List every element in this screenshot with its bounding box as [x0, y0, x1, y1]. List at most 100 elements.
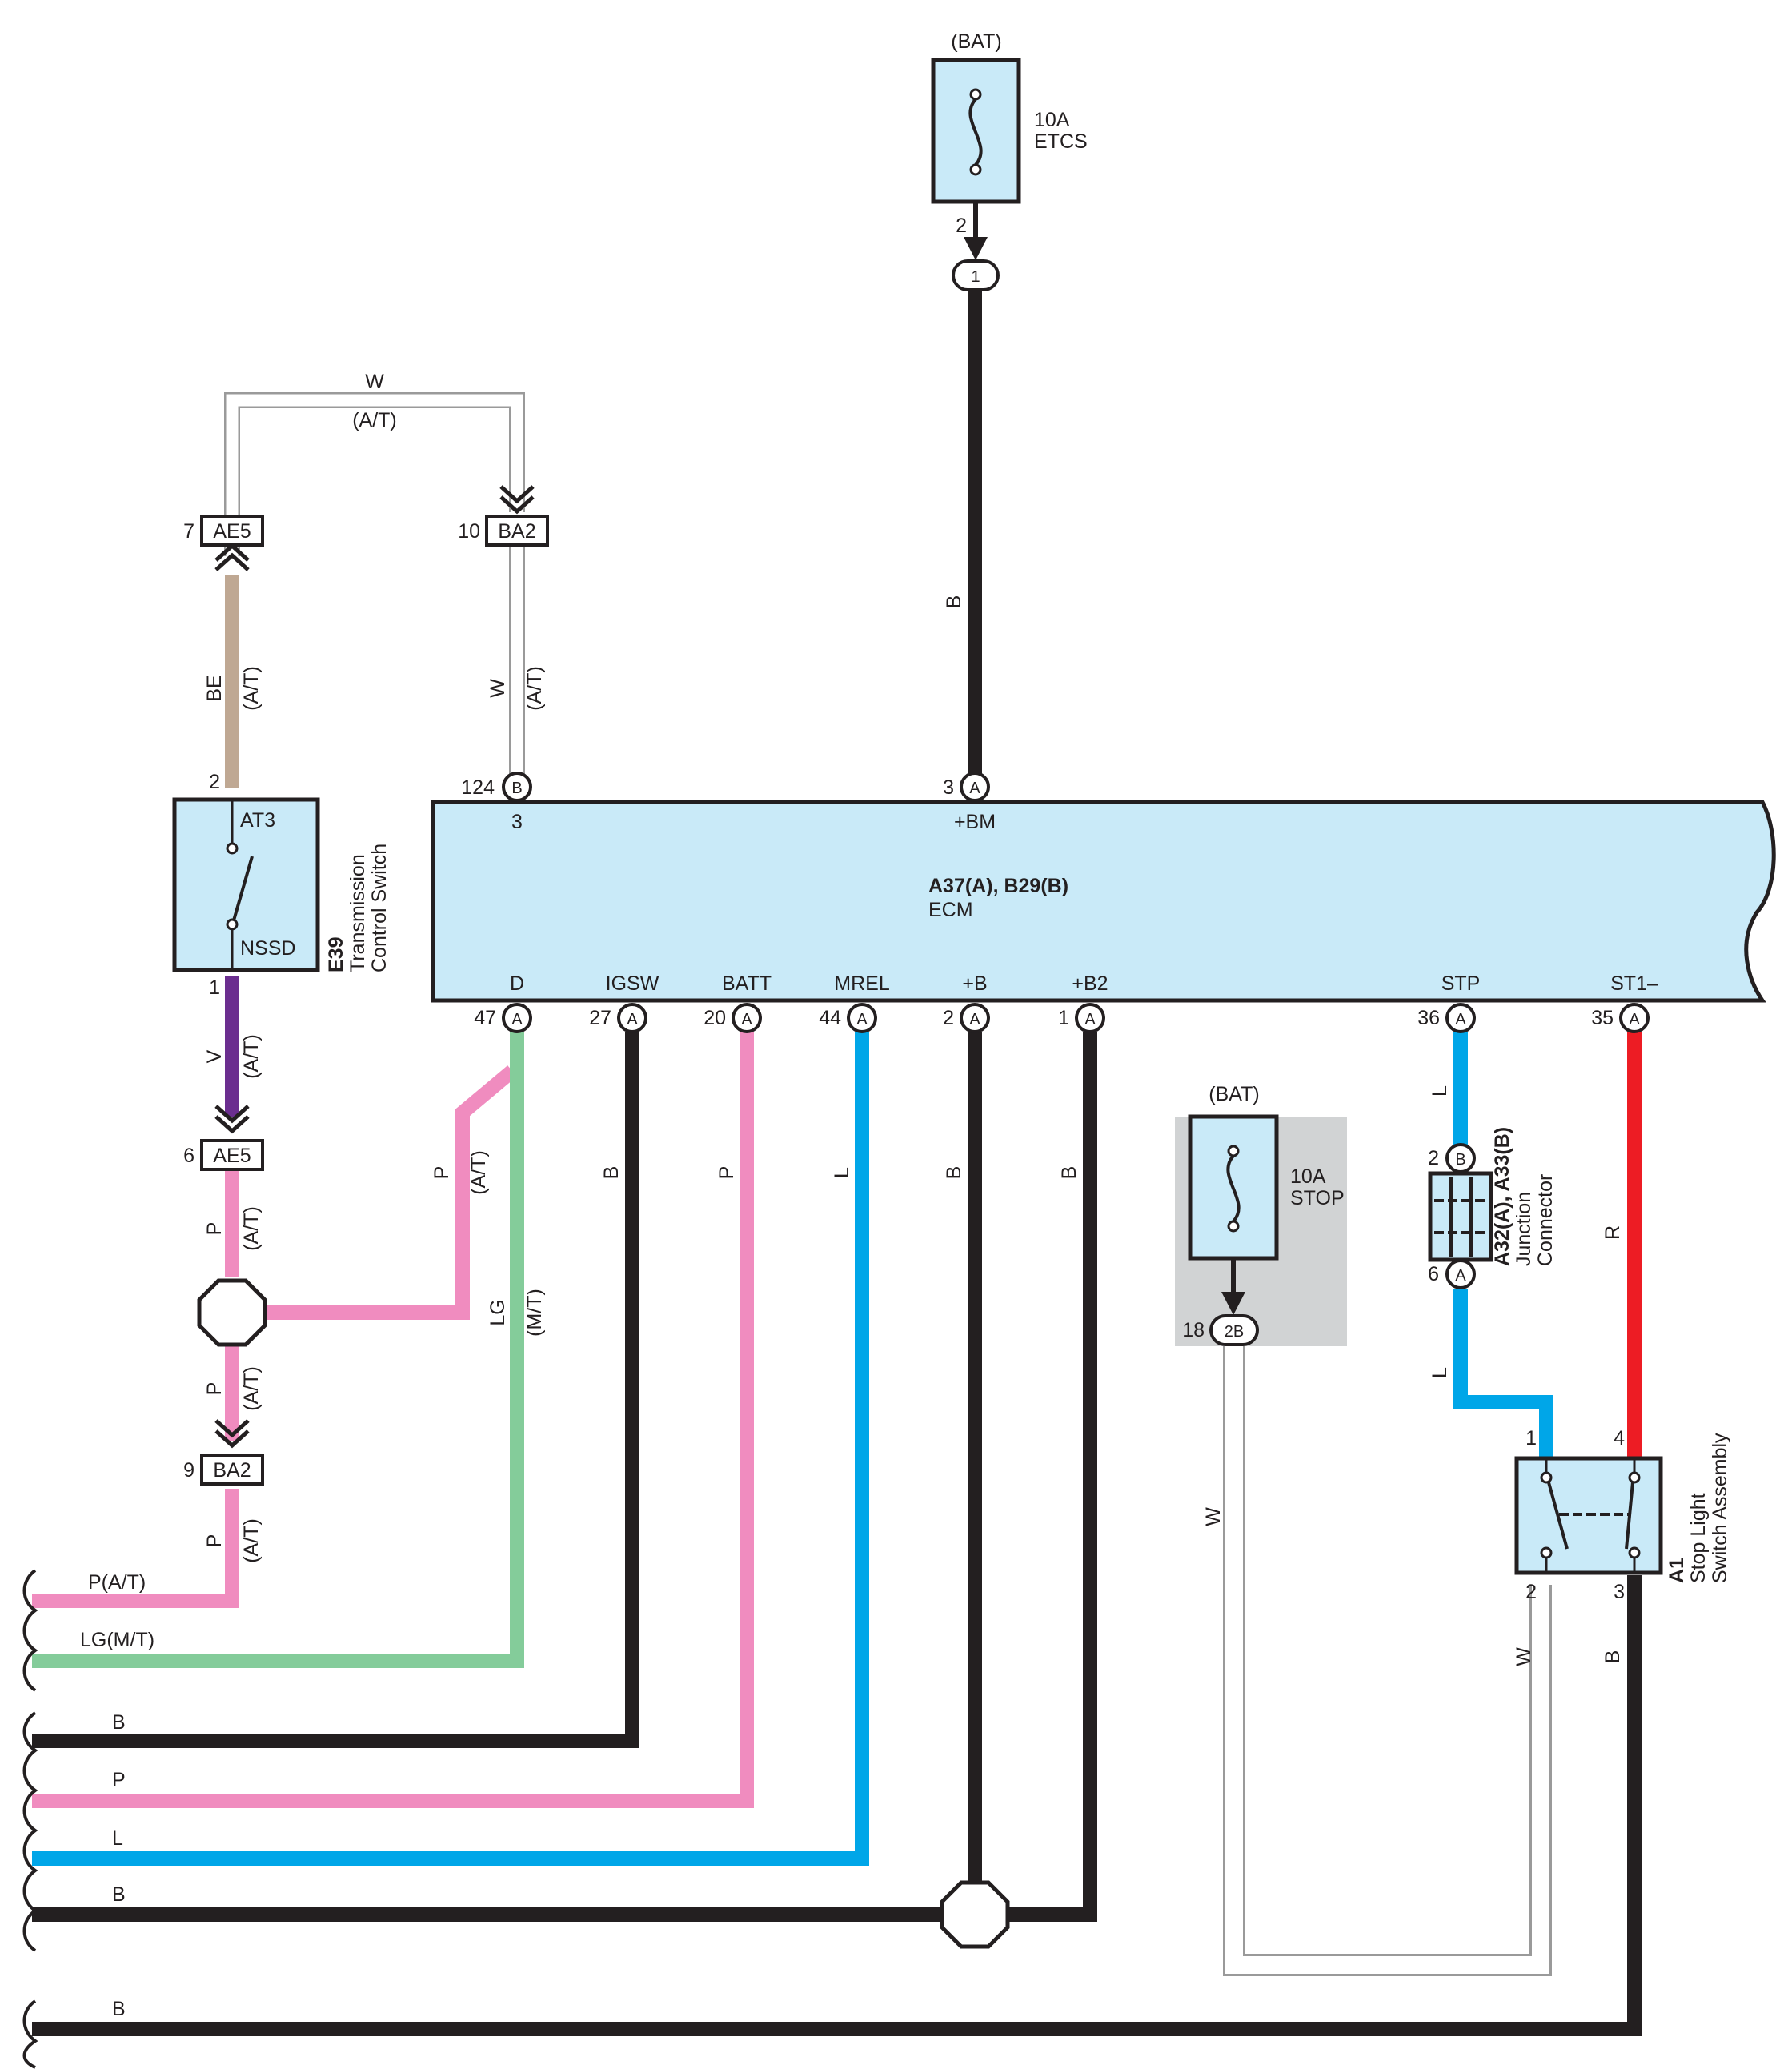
ecm-top-pin-conn: B — [511, 780, 522, 797]
black-wire-igsw — [32, 1032, 639, 1748]
ecm-bottom-pin-igsw: IGSW 27 A — [589, 972, 659, 1033]
wire-label-lg-mt: (M/T) — [523, 1289, 546, 1337]
ecm-pin-conn: A — [1629, 1011, 1640, 1028]
ecm-top-pin-3: 3 A +BM — [943, 772, 996, 833]
ecm-top-pin-inner: +BM — [954, 811, 996, 833]
sls-pin-1: 1 — [1525, 1427, 1537, 1450]
wire-label-b-plusb: B — [943, 1166, 965, 1180]
wire-label-p-3: P — [203, 1534, 226, 1548]
pink-wire-left — [32, 1065, 517, 1608]
wire-label-w-sls: W — [1513, 1647, 1535, 1666]
wire-label-p-diag: P — [431, 1166, 453, 1180]
fuse-etcs: (BAT) 10A ETCS 2 1 — [931, 30, 1088, 291]
fuse-etcs-supply: (BAT) — [951, 30, 1001, 53]
ecm-pin-num: 20 — [704, 1007, 726, 1029]
jc-ids: A32(A), A33(B) — [1491, 1127, 1513, 1266]
tcs-id: E39 — [325, 937, 347, 972]
wire-label-be-at: (A/T) — [240, 666, 263, 711]
wire-label-p-2: P — [203, 1382, 226, 1396]
wire-label-b-bm: B — [943, 595, 965, 609]
wire-label-b-plusb2: B — [1058, 1166, 1080, 1180]
connector-ae5-upper: AE5 7 — [183, 515, 264, 571]
wire-label-b-sls: B — [1602, 1650, 1624, 1664]
jc-name-line1: Junction — [1513, 1192, 1535, 1266]
jc-pin-bottom: 6 — [1428, 1263, 1439, 1285]
ecm-bottom-pin-plusb: +B 2 A — [943, 972, 990, 1033]
ae5-lower-name: AE5 — [213, 1145, 251, 1167]
fuse-etcs-pin: 2 — [956, 215, 967, 237]
tcs-name-line2: Control Switch — [368, 844, 391, 972]
splice-point-pink — [197, 1278, 267, 1347]
ecm-top-pin-inner: 3 — [511, 811, 523, 833]
ecm-pin-label: BATT — [722, 972, 772, 995]
wire-label-l-jc: L — [1429, 1367, 1451, 1378]
ecm-pin-label: D — [510, 972, 524, 995]
ecm-bottom-pin-plusb2: +B2 1 A — [1058, 972, 1108, 1033]
pink-wire-batt — [32, 1032, 754, 1808]
ecm-pin-conn: A — [856, 1011, 868, 1028]
wire-label-be: BE — [203, 675, 226, 701]
wire-label-p-edge: P — [112, 1769, 126, 1791]
ba2-lower-name: BA2 — [213, 1459, 251, 1482]
ecm-pin-num: 1 — [1058, 1007, 1069, 1029]
junction-circle-1: 1 — [971, 268, 980, 286]
ecm-pin-label: +B — [962, 972, 987, 995]
wire-label-w-top: W — [365, 371, 384, 393]
connector-ae5-lower: AE5 6 — [183, 1105, 264, 1171]
ecm-pin-conn: A — [741, 1011, 752, 1028]
wire-label-p-at-edge: P(A/T) — [88, 1571, 146, 1594]
ecm-pin-num: 36 — [1417, 1007, 1440, 1029]
black-wire-b — [32, 1032, 1097, 1922]
tcs-name-line1: Transmission — [347, 854, 369, 972]
sls-pin-2: 2 — [1525, 1581, 1537, 1603]
wire-label-lg: LG — [487, 1299, 509, 1325]
junction-connector: L 2 B 6 A A32(A), A33(B) Junction Connec… — [1428, 1085, 1557, 1378]
wire-label-l-mrel: L — [831, 1167, 853, 1178]
ecm-pin-label: STP — [1441, 972, 1481, 995]
fuse-stop-supply: (BAT) — [1209, 1083, 1259, 1105]
ecm-top-pin-num: 3 — [943, 776, 954, 799]
ecm: A37(A), B29(B) ECM 124 B 3 3 A +BM D 47 … — [431, 772, 1776, 1033]
sls-name-line2: Switch Assembly — [1709, 1433, 1731, 1583]
wire-label-p-diag-at: (A/T) — [467, 1150, 490, 1195]
ecm-bottom-pin-mrel: MREL 44 A — [819, 972, 890, 1033]
ecm-pin-conn: A — [969, 1011, 980, 1028]
tcs-label-bottom: NSSD — [240, 937, 295, 960]
wire-label-p-at-3: (A/T) — [240, 1518, 263, 1563]
wire-label-v-at: (A/T) — [240, 1034, 263, 1079]
splice-point-black — [940, 1880, 1010, 1949]
wire-label-l-edge: L — [112, 1827, 123, 1850]
ecm-bottom-pin-d: D 47 A — [474, 972, 532, 1033]
ae5-upper-name: AE5 — [213, 520, 251, 543]
wire-label-p-at-2: (A/T) — [240, 1366, 263, 1411]
ecm-pin-conn: A — [1084, 1011, 1096, 1028]
ecm-top-pin-124: 124 B 3 — [461, 772, 532, 833]
ae5-upper-pin: 7 — [183, 520, 194, 543]
white-wire-stop-loop — [1223, 1338, 1552, 1976]
jc-name-line2: Connector — [1534, 1174, 1557, 1266]
stop-light-switch: 1 4 2 3 A1 Stop Light Switch Assembly — [1514, 1427, 1731, 1603]
wire-label-at-top: (A/T) — [352, 409, 397, 431]
ba2-lower-pin: 9 — [183, 1459, 194, 1482]
ecm-top-pin-num: 124 — [461, 776, 495, 799]
ecm-pin-label: ST1– — [1610, 972, 1658, 995]
ecm-pin-num: 35 — [1591, 1007, 1614, 1029]
sls-pin-3: 3 — [1614, 1581, 1625, 1603]
ecm-pin-conn: A — [627, 1011, 638, 1028]
wire-label-w-stop: W — [1202, 1507, 1225, 1526]
ecm-bottom-pin-batt: BATT 20 A — [704, 972, 772, 1033]
sls-name-line1: Stop Light — [1687, 1493, 1710, 1583]
fuse-stop-name: STOP — [1290, 1187, 1345, 1209]
ecm-pin-conn: A — [1455, 1011, 1466, 1028]
fuse-etcs-rating: 10A — [1034, 109, 1070, 131]
ecm-top-pin-conn: A — [969, 780, 980, 797]
wire-break-marks — [22, 1569, 38, 2069]
ba2-upper-pin: 10 — [458, 520, 480, 543]
jc-pin-top: 2 — [1428, 1147, 1439, 1169]
fuse-stop-rating: 10A — [1290, 1165, 1326, 1188]
wire-label-p-batt: P — [716, 1166, 738, 1180]
sls-pin-4: 4 — [1614, 1427, 1625, 1450]
wire-label-l-stp: L — [1429, 1085, 1451, 1097]
tcs-pin-top: 2 — [209, 771, 220, 793]
ecm-pin-label: MREL — [834, 972, 890, 995]
